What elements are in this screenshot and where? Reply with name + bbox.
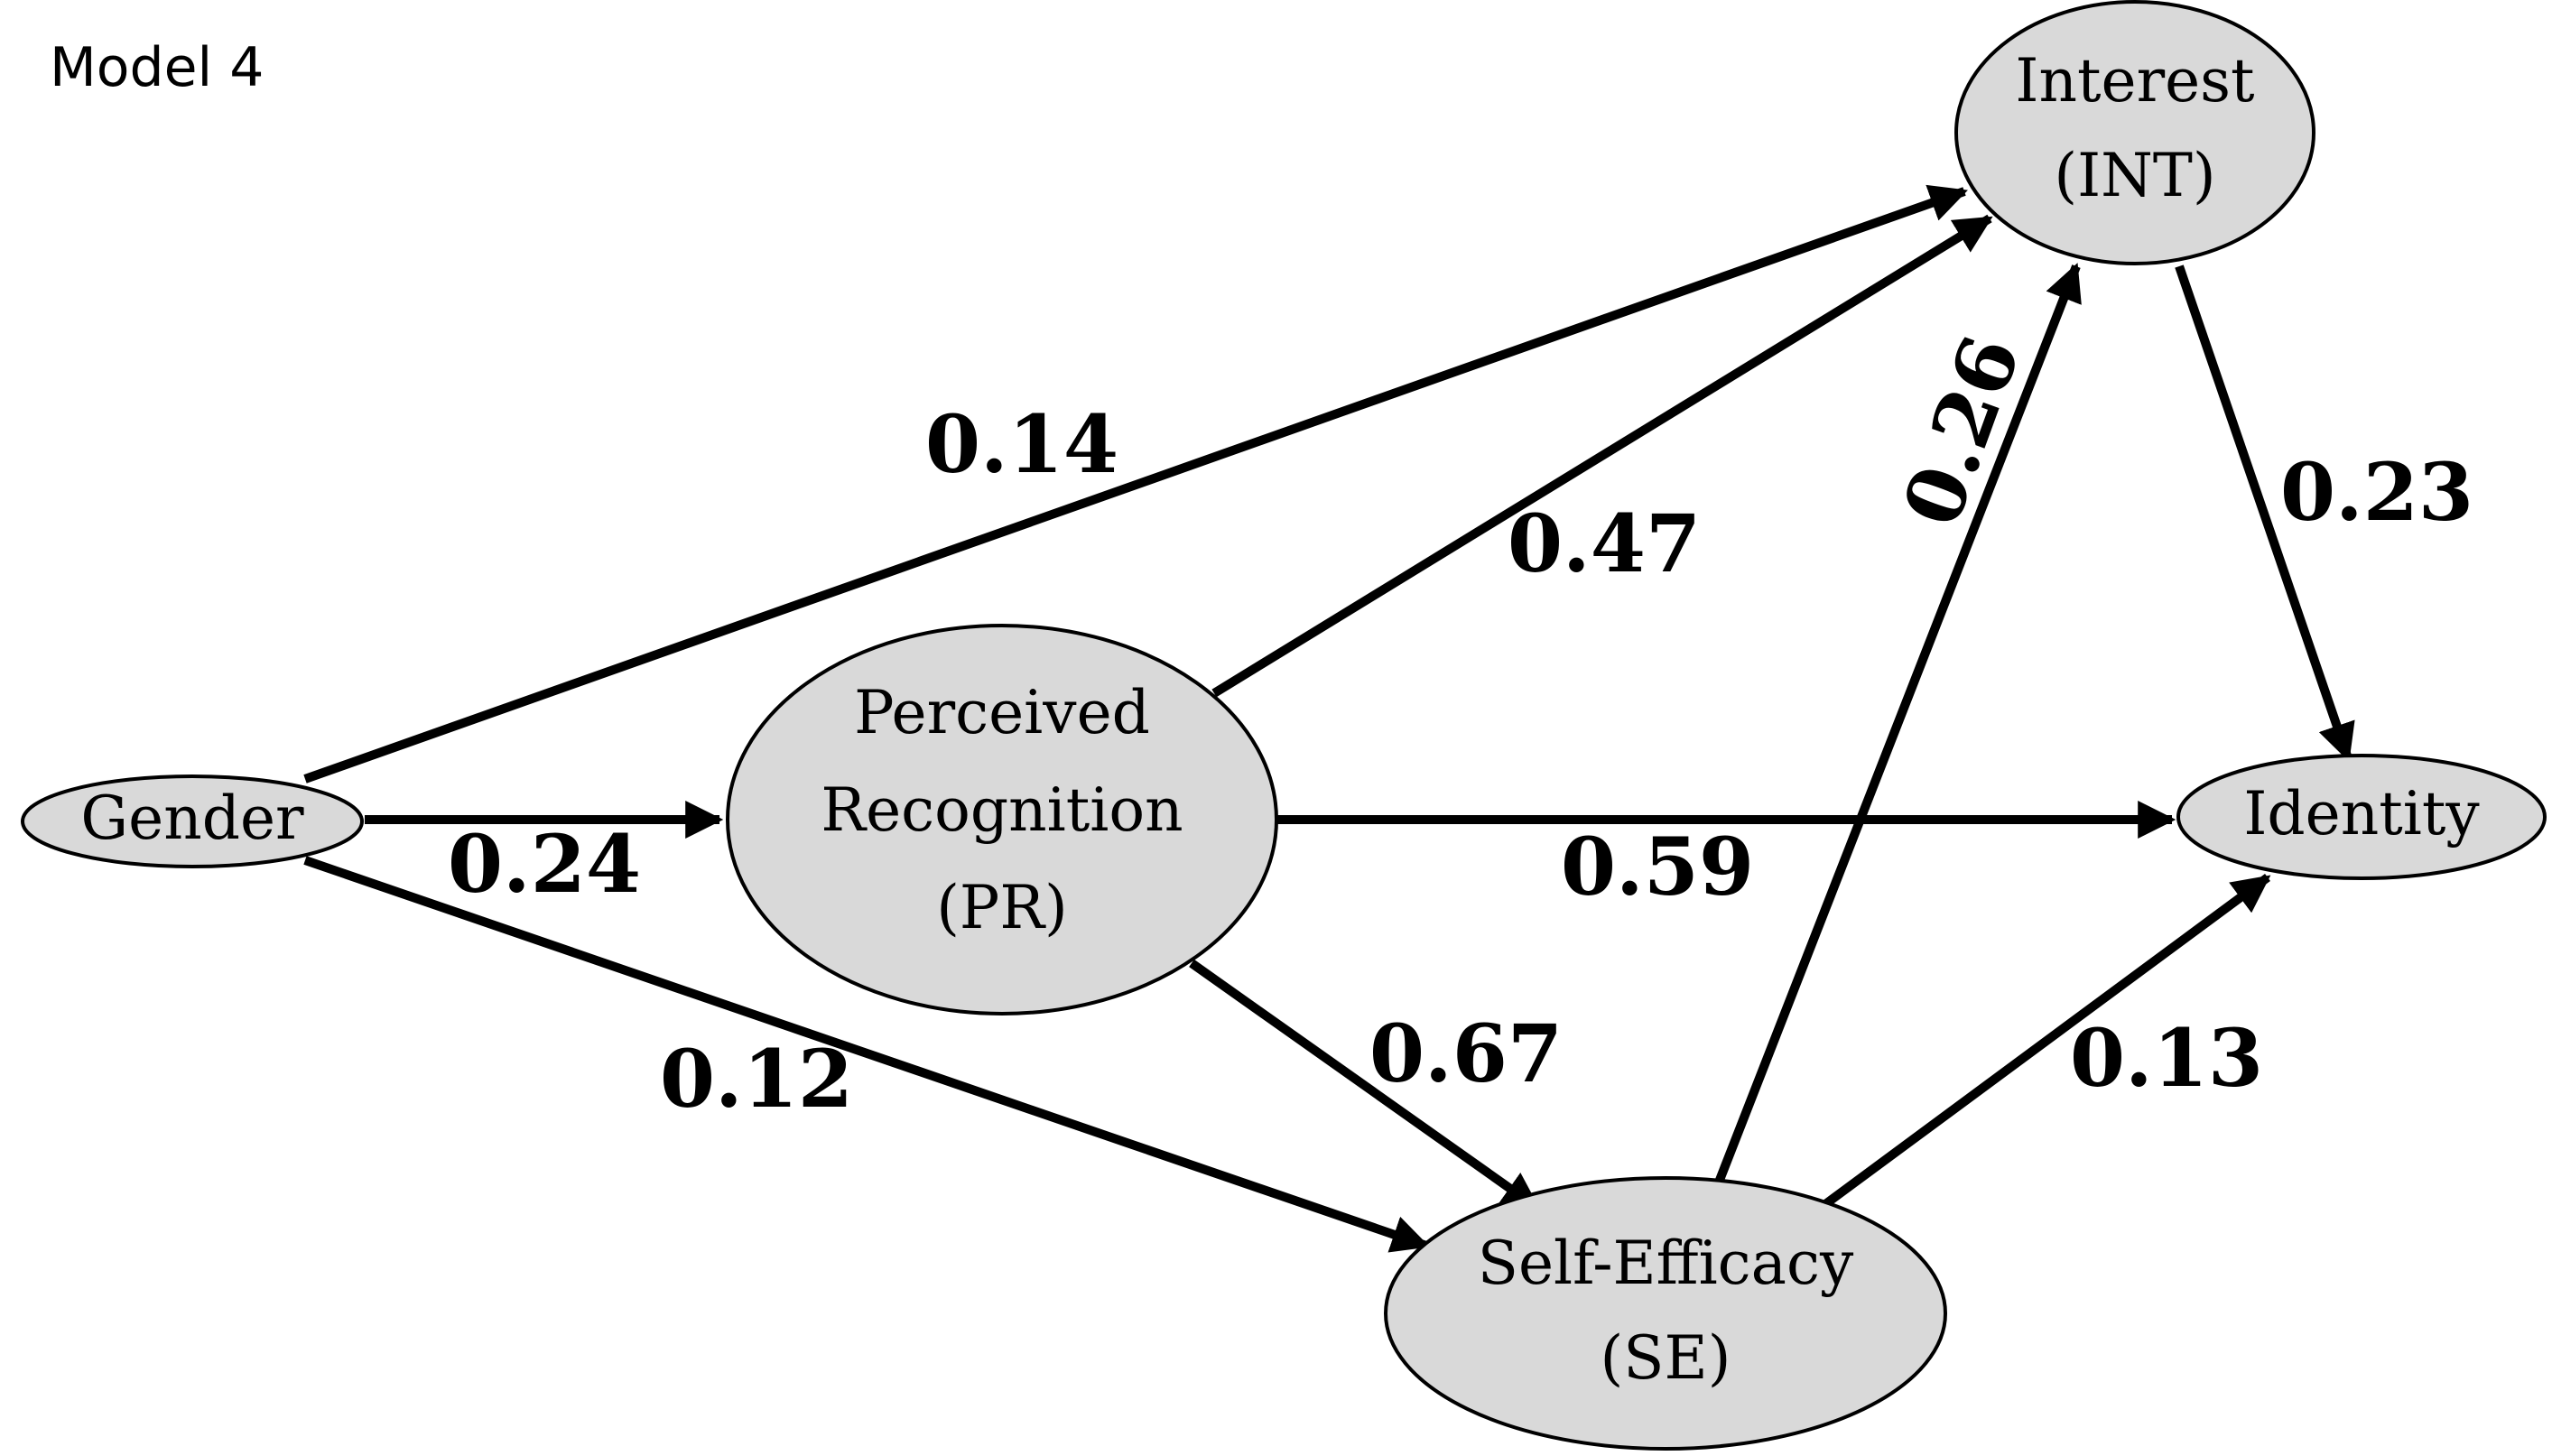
edge-label-pr-se: 0.67 [1369,1006,1563,1100]
node-int-label-line2: (INT) [2054,141,2215,210]
edge-labels: 0.24 0.14 0.12 0.47 0.59 0.67 0.26 0.13 … [448,324,2473,1126]
edge-label-se-identity: 0.13 [2070,1011,2263,1105]
edge-gender-int [303,184,1968,784]
node-se-label-line2: (SE) [1601,1323,1731,1393]
edge-label-gender-se: 0.12 [660,1032,853,1126]
node-perceived-recognition: Perceived Recognition (PR) [726,624,1278,1015]
node-pr-label-line1: Perceived [854,678,1150,747]
node-int-label-line1: Interest [2015,46,2254,116]
edge-label-int-identity: 0.23 [2280,445,2473,539]
edge-label-gender-pr: 0.24 [448,817,641,911]
node-identity: Identity [2176,754,2547,880]
node-gender-label: Gender [80,784,304,853]
node-int-shape [1954,0,2315,265]
node-se-label-line1: Self-Efficacy [1478,1229,1854,1298]
node-pr-label-line2: Recognition [821,775,1183,845]
edge-se-int [1711,263,2082,1193]
edge-pr-int [1211,214,1993,698]
node-pr-shape [726,624,1278,1015]
node-gender: Gender [21,774,364,868]
edge-int-identity [2175,264,2355,762]
edge-gender-se [303,856,1430,1253]
edge-label-gender-int: 0.14 [925,397,1118,491]
model-title: Model 4 [50,36,264,99]
node-interest: Interest (INT) [1954,0,2315,265]
node-identity-shape [2176,754,2547,880]
edges [303,184,2355,1253]
node-se-shape [1384,1176,1947,1451]
edge-label-pr-identity: 0.59 [1561,820,1754,913]
node-pr-label-line3: (PR) [936,873,1068,942]
node-gender-shape [21,774,364,868]
edge-label-pr-int: 0.47 [1508,496,1701,590]
node-self-efficacy: Self-Efficacy (SE) [1384,1176,1947,1451]
edge-se-identity [1815,873,2271,1214]
edge-pr-se [1189,959,1541,1212]
node-identity-label: Identity [2243,779,2480,849]
